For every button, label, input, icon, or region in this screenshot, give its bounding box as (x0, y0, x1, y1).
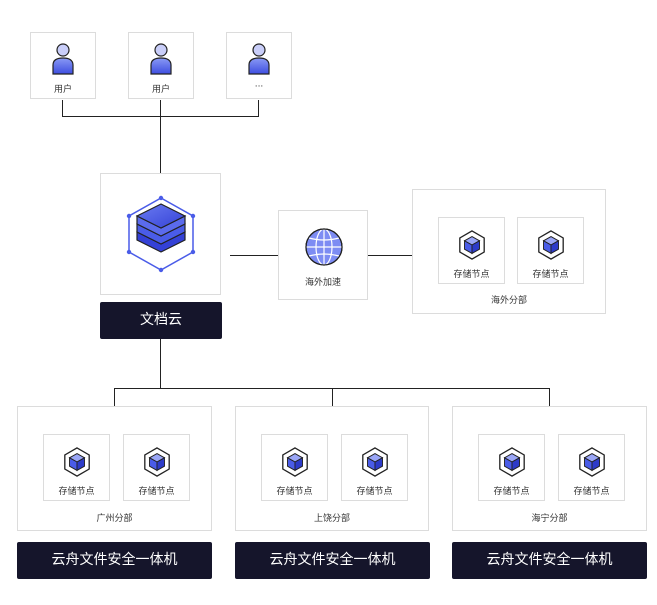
storage-node: 存储节点 (341, 434, 408, 501)
branch-title: 海宁分部 (531, 514, 568, 524)
user-label: ··· (254, 82, 264, 92)
accel-label: 海外加速 (304, 278, 341, 288)
storage-node-label: 存储节点 (138, 487, 175, 497)
appliance-bar: 云舟文件安全一体机 (452, 542, 647, 579)
cloud-box (100, 173, 221, 295)
overseas-branch-box: 存储节点 存储节点 海外分部 (412, 189, 606, 314)
user-icon (149, 43, 173, 75)
user-icon (51, 43, 75, 75)
storage-node-label: 存储节点 (493, 487, 530, 497)
globe-icon (305, 228, 343, 266)
storage-node-label: 存储节点 (356, 487, 393, 497)
appliance-bar: 云舟文件安全一体机 (17, 542, 212, 579)
cloud-stack-icon (126, 195, 196, 273)
user-label: 用户 (151, 85, 170, 95)
cloud-accel-line (230, 255, 278, 256)
storage-node: 存储节点 (43, 434, 110, 501)
storage-node: 存储节点 (478, 434, 545, 501)
storage-cube-icon (536, 230, 566, 260)
user-trunk-line (160, 100, 161, 173)
branch-title: 上饶分部 (313, 514, 350, 524)
user-box: 用户 (128, 32, 194, 99)
cloud-trunk-line (160, 339, 161, 389)
user-box: 用户 (30, 32, 96, 99)
storage-cube-icon (457, 230, 487, 260)
branch-title: 海外分部 (490, 296, 527, 306)
storage-node: 存储节点 (558, 434, 625, 501)
branch-drop-line (114, 388, 115, 406)
branch-box: 存储节点 存储节点 海宁分部 (452, 406, 647, 531)
accel-box: 海外加速 (278, 210, 368, 300)
branch-drop-line (549, 388, 550, 406)
storage-cube-icon (62, 447, 92, 477)
branch-drop-line (332, 388, 333, 406)
storage-cube-icon (280, 447, 310, 477)
storage-cube-icon (497, 447, 527, 477)
branch-box: 存储节点 存储节点 广州分部 (17, 406, 212, 531)
user-bus-line (258, 100, 259, 116)
storage-node: 存储节点 (123, 434, 190, 501)
storage-node-label: 存储节点 (276, 487, 313, 497)
storage-node-label: 存储节点 (573, 487, 610, 497)
storage-node-label: 存储节点 (532, 270, 569, 280)
storage-node-label: 存储节点 (58, 487, 95, 497)
appliance-bar: 云舟文件安全一体机 (235, 542, 430, 579)
user-box: ··· (226, 32, 292, 99)
storage-node: 存储节点 (261, 434, 328, 501)
user-bus-line (62, 100, 63, 116)
accel-overseas-line (368, 255, 412, 256)
storage-cube-icon (360, 447, 390, 477)
branch-title: 广州分部 (96, 514, 133, 524)
branch-box: 存储节点 存储节点 上饶分部 (235, 406, 429, 531)
user-label: 用户 (53, 85, 72, 95)
storage-cube-icon (577, 447, 607, 477)
storage-node-label: 存储节点 (453, 270, 490, 280)
storage-node: 存储节点 (438, 217, 505, 284)
storage-cube-icon (142, 447, 172, 477)
user-icon (247, 43, 271, 75)
storage-node: 存储节点 (517, 217, 584, 284)
cloud-label-bar: 文档云 (100, 302, 222, 339)
